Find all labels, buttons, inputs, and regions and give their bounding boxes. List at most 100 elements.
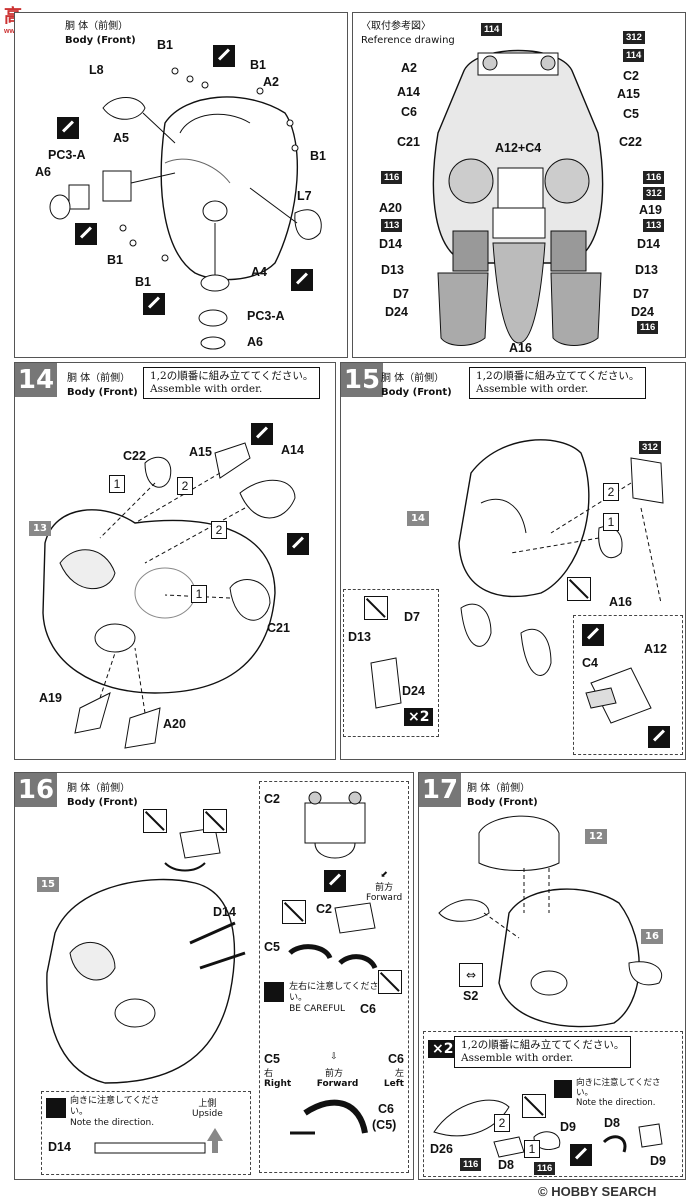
label-c6-left: C6 xyxy=(388,1052,404,1066)
step-16-drawing xyxy=(46,791,378,1154)
label-b1-right: B1 xyxy=(310,149,326,163)
label-a16: A16 xyxy=(609,595,632,609)
forward-indicator: ⬋ 前方 Forward xyxy=(366,870,402,903)
label-a12-c4: A12+C4 xyxy=(495,141,542,155)
assembly-order-note: 1,2の順番に組み立ててください。 Assemble with order. xyxy=(143,367,321,399)
note-jp: 1,2の順番に組み立ててください。 xyxy=(476,370,640,382)
label-a5: A5 xyxy=(113,131,129,145)
label-d7-left: D7 xyxy=(393,287,409,301)
part-ref-312: 312 xyxy=(643,187,665,200)
step-title-jp: 胴 体（前側） xyxy=(381,373,445,384)
ref-step-16: 16 xyxy=(641,929,663,944)
panel-step-15: 15 胴 体（前側） Body (Front) 1,2の順番に組み立ててください… xyxy=(340,362,686,760)
careful-jp: 左右に注意してください。 xyxy=(289,982,379,1003)
label-c5-right: C5 xyxy=(264,1052,280,1066)
part-ref-113: 113 xyxy=(381,219,403,232)
label-b1-top: B1 xyxy=(157,38,173,52)
sub-assembly-d26-d8-d9: ×2 1,2の順番に組み立ててください。 Assemble with order… xyxy=(423,1031,683,1177)
forward-jp-2: 前方 xyxy=(324,1069,343,1079)
label-d8: D8 xyxy=(498,1158,514,1172)
order-badge: 1 xyxy=(109,475,125,493)
note-jp: 1,2の順番に組み立ててください。 xyxy=(461,1039,625,1051)
part-ref-113: 113 xyxy=(643,219,665,232)
careful-en: BE CAREFUL xyxy=(289,1004,345,1014)
forward-jp: 前方 xyxy=(375,883,394,893)
part-ref-312: 312 xyxy=(623,31,645,44)
label-c6: C6 xyxy=(401,105,417,119)
note-en: Assemble with order. xyxy=(150,383,263,395)
label-a16: A16 xyxy=(509,341,532,355)
panel-top-left: 胴 体（前側） Body (Front) B1 L8 A5 PC3-A xyxy=(14,12,348,358)
label-a14: A14 xyxy=(397,85,420,99)
label-c6: C6 xyxy=(360,1002,376,1016)
label-d13-right: D13 xyxy=(635,263,658,277)
label-d8-right: D8 xyxy=(604,1116,620,1130)
cement-icon xyxy=(324,870,346,892)
label-d24-left: D24 xyxy=(385,305,408,319)
label-c6-bottom: C6 xyxy=(378,1102,394,1116)
label-l8: L8 xyxy=(89,63,104,77)
copyright-symbol: © xyxy=(538,1184,548,1199)
part-ref-116: 116 xyxy=(643,171,665,184)
order-badge: 1 xyxy=(191,585,207,603)
be-careful-note: 左右に注意してください。 BE CAREFUL xyxy=(264,982,379,1015)
dir-en: Note the direction. xyxy=(576,1098,656,1108)
order-badge: 2 xyxy=(177,477,193,495)
right-en: Right xyxy=(264,1079,292,1089)
label-d14: D14 xyxy=(213,905,236,919)
label-a12: A12 xyxy=(644,642,667,656)
label-d7: D7 xyxy=(404,610,420,624)
label-d13-left: D13 xyxy=(381,263,404,277)
d26-assembly-drawing xyxy=(433,1099,663,1158)
label-pc3a-bottom: PC3-A xyxy=(247,309,285,323)
label-d24: D24 xyxy=(402,684,425,698)
label-a20: A20 xyxy=(163,717,186,731)
step-title-jp: 胴 体（前側） xyxy=(467,783,531,794)
upside-jp: 上側 xyxy=(198,1099,217,1109)
left-en: Left xyxy=(383,1079,404,1089)
label-a15: A15 xyxy=(617,87,640,101)
forward-en-2: Forward xyxy=(316,1079,359,1089)
order-badge: 2 xyxy=(211,521,227,539)
label-b1-left: B1 xyxy=(107,253,123,267)
label-a15: A15 xyxy=(189,445,212,459)
label-c2-mid: C2 xyxy=(316,902,332,916)
title-jp: 胴 体（前側） xyxy=(65,21,129,32)
label-c21: C21 xyxy=(267,621,290,635)
part-ref-114: 114 xyxy=(481,23,503,36)
quantity-badge: ×2 xyxy=(404,708,434,726)
label-c22: C22 xyxy=(619,135,642,149)
label-pc3a-left: PC3-A xyxy=(48,148,86,162)
step-title-en: Body (Front) xyxy=(467,797,538,808)
caution-icon xyxy=(264,982,284,1002)
label-d14-left: D14 xyxy=(379,237,402,251)
dir-en: Note the direction. xyxy=(70,1118,155,1128)
down-arrow-icon: ⇩ xyxy=(330,1052,338,1062)
no-cement-icon xyxy=(378,970,402,994)
ref-en: Reference drawing xyxy=(361,35,455,46)
caution-icon xyxy=(46,1098,66,1118)
ref-step-13: 13 xyxy=(29,521,51,536)
part-ref-114: 114 xyxy=(623,49,645,62)
label-l7: L7 xyxy=(297,189,312,203)
label-a19: A19 xyxy=(639,203,662,217)
left-jp: 左 xyxy=(394,1069,404,1079)
label-d26: D26 xyxy=(430,1142,453,1156)
symmetric-icon: ⇔ xyxy=(459,963,483,987)
label-d13: D13 xyxy=(348,630,371,644)
cement-icon xyxy=(213,45,235,67)
right-jp: 右 xyxy=(264,1069,274,1079)
label-d7-right: D7 xyxy=(633,287,649,301)
label-c2: C2 xyxy=(623,69,639,83)
watermark-text: HOBBY SEARCH xyxy=(551,1184,657,1199)
cement-icon xyxy=(251,423,273,445)
part-ref-116: 116 xyxy=(460,1158,482,1171)
part-ref-116: 116 xyxy=(534,1162,556,1175)
label-a19: A19 xyxy=(39,691,62,705)
panel-step-17: 17 胴 体（前側） Body (Front) 12 16 ⇔ S2 ×2 1,… xyxy=(418,772,686,1180)
label-c21: C21 xyxy=(397,135,420,149)
label-c22: C22 xyxy=(123,449,146,463)
order-badge: 2 xyxy=(603,483,619,501)
label-a2: A2 xyxy=(401,61,417,75)
order-badge: 1 xyxy=(603,513,619,531)
